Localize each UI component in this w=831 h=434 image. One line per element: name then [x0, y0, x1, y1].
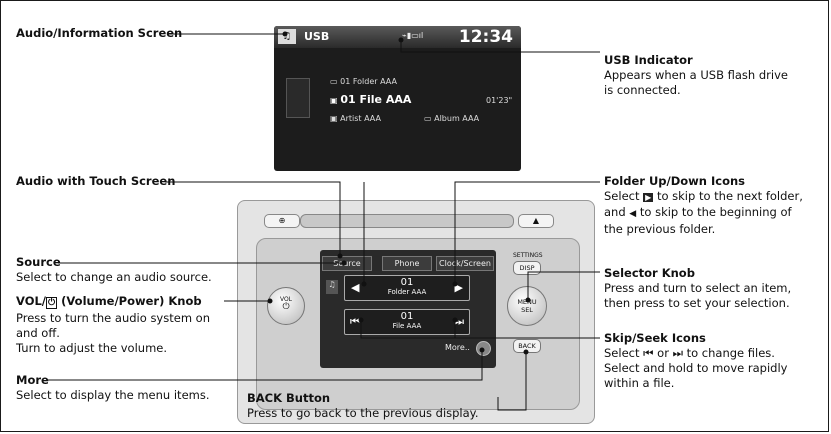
- callout-touch: Audio with Touch Screen: [16, 174, 175, 189]
- album-row-text: Album AAA: [434, 114, 480, 123]
- callout-audio-screen-title: Audio/Information Screen: [16, 26, 183, 40]
- callout-source: Source Select to change an audio source.: [16, 255, 212, 285]
- line-usb: [400, 40, 600, 53]
- album-icon: ▭: [424, 114, 435, 123]
- file-row: ▣ 01 File AAA: [330, 93, 411, 106]
- sel-label: SEL: [521, 306, 533, 314]
- selector-knob[interactable]: MENU SEL: [507, 286, 547, 326]
- skip-forward-glyph-icon: ⏭: [672, 346, 683, 360]
- callout-selector: Selector Knob Press and turn to select a…: [604, 266, 791, 311]
- callout-selector-title: Selector Knob: [604, 266, 695, 280]
- file-panel: ⏮ 01 File AAA ⏭: [344, 309, 470, 335]
- screen-header-bar: [274, 26, 521, 48]
- music-note-icon: ♫: [278, 29, 296, 44]
- media-icon: ♫: [326, 280, 338, 294]
- screen-clock: 12:34: [458, 27, 513, 47]
- line-touch: [165, 181, 341, 256]
- callout-source-desc: Select to change an audio source.: [16, 270, 212, 284]
- callout-back: BACK Button Press to go back to the prev…: [247, 391, 479, 421]
- album-row: ▭ Album AAA: [424, 114, 479, 123]
- callout-vol-desc-3: Turn to adjust the volume.: [16, 341, 168, 355]
- line-folder: [454, 181, 600, 284]
- folder-icon: ▭: [330, 77, 341, 86]
- folder-up-icon[interactable]: ▶: [454, 281, 463, 294]
- folder-panel: ◀ 01 Folder AAA ▶: [344, 275, 470, 301]
- callout-skip: Skip/Seek Icons Select ⏮ or ⏭ to change …: [604, 331, 787, 391]
- skip-back-icon[interactable]: ⏮: [350, 315, 360, 328]
- usb-device-icon: [286, 78, 310, 118]
- file-row-text: 01 File AAA: [340, 93, 412, 106]
- load-button[interactable]: ⊕: [264, 214, 300, 228]
- artist-icon: ▣: [330, 114, 341, 123]
- callout-skip-desc-1: Select ⏮ or ⏭ to change files.: [604, 346, 775, 360]
- more-label: More..: [445, 343, 470, 352]
- callout-back-desc: Press to go back to the previous display…: [247, 406, 479, 420]
- folder-up-glyph-icon: ▶: [643, 193, 654, 202]
- line-skip-2: [360, 320, 455, 339]
- track-time: 01'23": [486, 96, 513, 105]
- callout-folder-desc-2: and ◀ to skip to the beginning of: [604, 205, 792, 219]
- screen-source-label: USB: [304, 30, 330, 43]
- file-icon: ▣: [330, 96, 341, 105]
- callout-vol: VOL/⏻ (Volume/Power) Knob Press to turn …: [16, 294, 210, 356]
- callout-usb-title: USB Indicator: [604, 53, 693, 67]
- line-selector: [527, 271, 600, 300]
- callout-selector-desc-2: then press to set your selection.: [604, 296, 790, 310]
- callout-audio-screen: Audio/Information Screen: [16, 26, 182, 41]
- callout-folder-title: Folder Up/Down Icons: [604, 174, 745, 188]
- audio-information-screen: ♫ USB ⌁▮▭ıl 12:34 ▭ 01 Folder AAA ▣ 01 F…: [274, 26, 521, 171]
- file-name: File AAA: [392, 322, 422, 330]
- file-number: 01: [400, 311, 414, 322]
- artist-row: ▣ Artist AAA: [330, 114, 381, 123]
- power-glyph-icon: ⏻: [46, 297, 58, 309]
- callout-folder-desc-1: Select ▶ to skip to the next folder,: [604, 189, 803, 203]
- callout-usb-desc-1: Appears when a USB flash drive: [604, 68, 788, 82]
- callout-folder-desc-3: the previous folder.: [604, 222, 716, 236]
- line-skip: [454, 320, 600, 339]
- callout-selector-desc-1: Press and turn to select an item,: [604, 281, 792, 295]
- folder-down-glyph-icon: ◀: [629, 209, 637, 219]
- folder-number: 01: [400, 277, 414, 288]
- eject-button[interactable]: ▲: [518, 214, 554, 228]
- artist-row-text: Artist AAA: [340, 114, 381, 123]
- usb-indicator-icon: ⌁▮▭ıl: [402, 31, 424, 40]
- callout-source-title: Source: [16, 255, 61, 269]
- callout-more-title: More: [16, 373, 49, 387]
- folder-down-icon[interactable]: ◀: [351, 281, 360, 294]
- callout-vol-desc-2: and off.: [16, 326, 60, 340]
- callout-skip-desc-2: Select and hold to move rapidly: [604, 361, 788, 375]
- callout-folder: Folder Up/Down Icons Select ▶ to skip to…: [604, 174, 803, 237]
- tab-phone[interactable]: Phone: [382, 256, 432, 271]
- power-icon: ⏻: [282, 302, 290, 312]
- line-back: [497, 352, 527, 411]
- callout-more: More Select to display the menu items.: [16, 373, 210, 403]
- callout-more-desc: Select to display the menu items.: [16, 388, 210, 402]
- callout-skip-title: Skip/Seek Icons: [604, 331, 706, 345]
- tab-clock-screen[interactable]: Clock/Screen: [436, 256, 494, 271]
- callout-vol-title: VOL/⏻ (Volume/Power) Knob: [16, 294, 202, 309]
- callout-skip-desc-3: within a file.: [604, 376, 675, 390]
- skip-forward-icon[interactable]: ⏭: [454, 315, 464, 328]
- folder-row-text: 01 Folder AAA: [340, 77, 397, 86]
- disc-slot: [300, 214, 514, 228]
- callout-touch-title: Audio with Touch Screen: [16, 174, 176, 188]
- volume-power-knob[interactable]: VOL ⏻: [267, 287, 305, 325]
- line-more: [48, 350, 483, 381]
- skip-back-glyph-icon: ⏮: [643, 346, 654, 360]
- callout-usb-desc-2: is connected.: [604, 83, 681, 97]
- folder-row: ▭ 01 Folder AAA: [330, 77, 397, 86]
- vol-label: VOL: [279, 296, 293, 303]
- callout-vol-desc-1: Press to turn the audio system on: [16, 311, 210, 325]
- callout-back-title: BACK Button: [247, 391, 331, 405]
- folder-name: Folder AAA: [387, 288, 427, 296]
- callout-usb: USB Indicator Appears when a USB flash d…: [604, 53, 788, 98]
- settings-label: SETTINGS: [513, 252, 543, 259]
